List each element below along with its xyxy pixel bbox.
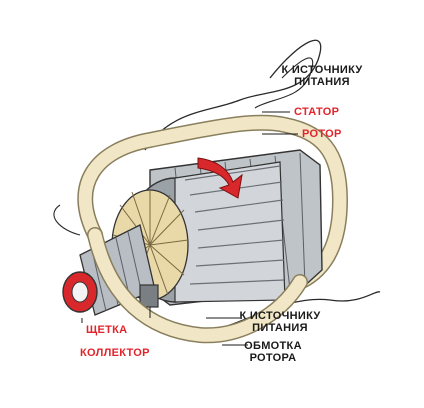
label-power-top: К ИСТОЧНИКУ ПИТАНИЯ — [266, 64, 378, 88]
power-wire-top-2 — [254, 57, 314, 109]
label-commutator: КОЛЛЕКТОР — [80, 347, 150, 359]
power-wire-top — [144, 39, 322, 151]
label-power-top-line1: К ИСТОЧНИКУ — [281, 64, 363, 76]
label-rotor: РОТОР — [302, 128, 342, 140]
label-rotor-winding-line2: РОТОРА — [249, 352, 297, 364]
label-power-bottom: К ИСТОЧНИКУ ПИТАНИЯ — [224, 310, 336, 334]
label-power-bottom-line1: К ИСТОЧНИКУ — [239, 310, 321, 322]
label-rotor-winding: ОБМОТКА РОТОРА — [228, 340, 318, 364]
power-wire-left — [53, 204, 81, 236]
brush-block — [139, 284, 159, 308]
label-stator: СТАТОР — [294, 106, 340, 118]
power-wire-bottom — [214, 291, 381, 331]
rotation-arrow — [197, 157, 243, 199]
label-brush: ЩЕТКА — [86, 324, 128, 336]
label-rotor-winding-line1: ОБМОТКА — [244, 340, 302, 352]
label-power-top-line2: ПИТАНИЯ — [294, 76, 350, 88]
label-power-bottom-line2: ПИТАНИЯ — [252, 322, 308, 334]
